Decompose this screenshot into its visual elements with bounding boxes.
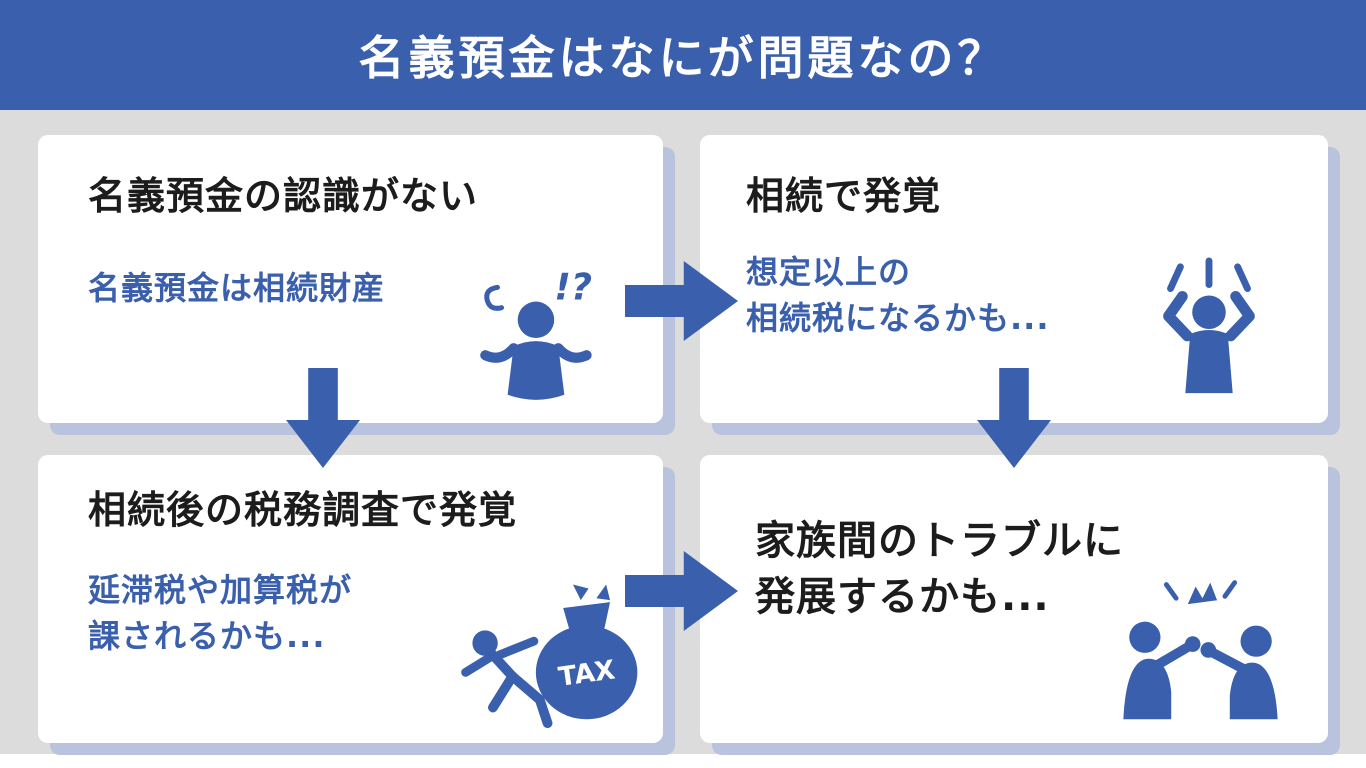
card-note-line: 延滞税や加算税が [88, 571, 353, 609]
arguing-people-icon [1123, 580, 1278, 720]
card-note-line: 相続税になるかも... [746, 299, 1050, 338]
card-title: 家族間のトラブルに 発展するかも... [755, 513, 1124, 625]
card-note-line: 想定以上の [746, 253, 912, 291]
card-note-line: 課されるかも... [88, 617, 326, 656]
confused-shrug-person-icon: !? [480, 266, 592, 400]
card-no-awareness: 名義預金の認識がない 名義預金は相続財産 !? [38, 135, 663, 423]
card-note: 延滞税や加算税が 課されるかも... [88, 567, 352, 660]
card-title: 相続で発覚 [746, 174, 942, 218]
card-title: 相続後の税務調査で発覚 [88, 488, 518, 532]
card-title-line: 発展するかも... [755, 574, 1050, 620]
confused-mark-text: !? [554, 266, 592, 309]
card-note: 想定以上の 相続税になるかも... [746, 249, 1049, 342]
falling-person-tax-bag-icon: TAX [461, 584, 638, 729]
card-note: 名義預金は相続財産 [88, 265, 385, 311]
page-title: 名義預金はなにが問題なの？ [358, 31, 1008, 85]
card-title-line: 家族間のトラブルに [755, 518, 1124, 564]
card-title: 名義預金の認識がない [88, 174, 479, 218]
shocked-person-icon [1163, 257, 1255, 394]
header-banner: 名義預金はなにが問題なの？ [0, 0, 1366, 110]
card-note-line: 名義預金は相続財産 [88, 269, 386, 307]
card-tax-audit: 相続後の税務調査で発覚 延滞税や加算税が 課されるかも... TAX [38, 455, 663, 743]
footer-strip [0, 754, 1366, 768]
card-family-trouble: 家族間のトラブルに 発展するかも... [700, 455, 1328, 743]
